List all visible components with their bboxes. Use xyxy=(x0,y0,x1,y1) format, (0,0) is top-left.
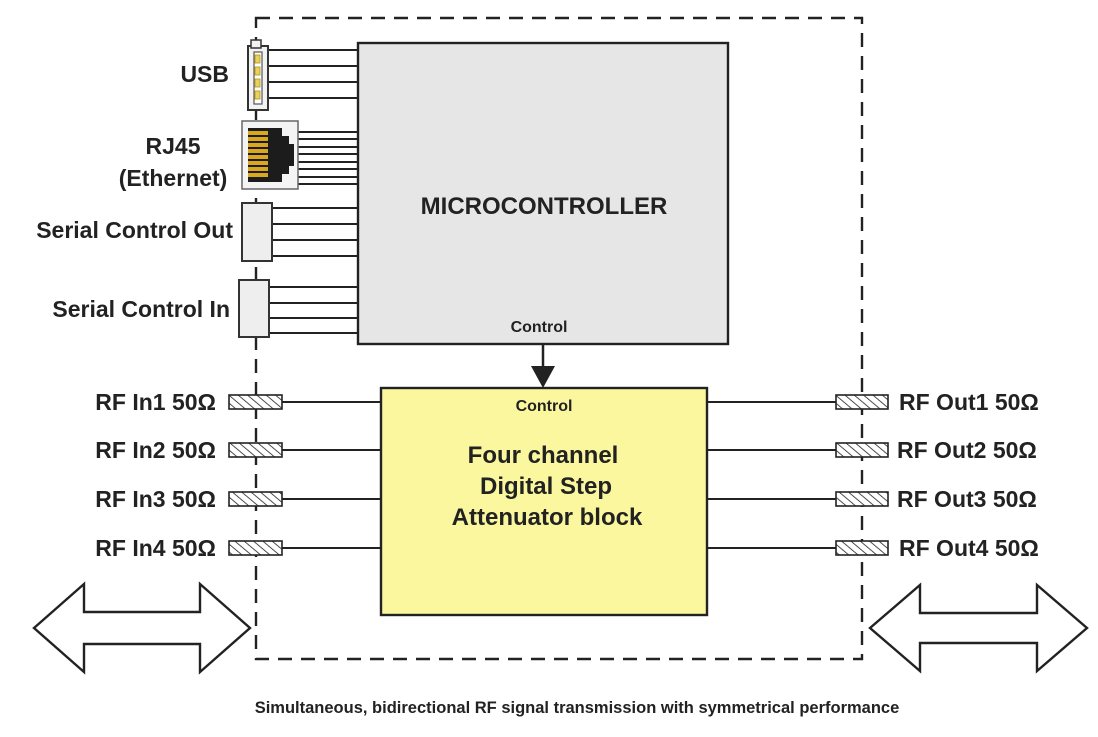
serial-out-label: Serial Control Out xyxy=(36,217,233,243)
device-enclosure xyxy=(254,16,864,661)
interface-wires xyxy=(268,49,358,334)
rf-in2-connector-icon xyxy=(228,442,283,458)
serial-in-label: Serial Control In xyxy=(52,296,230,322)
att-control-label: Control xyxy=(516,398,573,415)
mcu-control-label: Control xyxy=(511,319,568,336)
attenuator-block xyxy=(379,386,709,617)
rf-out3-label: RF Out3 50Ω xyxy=(897,486,1037,512)
rf-out4-label: RF Out4 50Ω xyxy=(899,535,1039,561)
usb-label: USB xyxy=(180,61,229,87)
rj45-connector-icon xyxy=(241,120,299,190)
rf-out2-label: RF Out2 50Ω xyxy=(897,437,1037,463)
attenuator-title-line1: Four channel xyxy=(468,442,619,469)
rf-in3-label: RF In3 50Ω xyxy=(95,486,216,512)
usb-connector-icon xyxy=(247,39,269,111)
rf-in4-connector-icon xyxy=(228,540,283,556)
diagram-caption: Simultaneous, bidirectional RF signal tr… xyxy=(255,699,900,717)
rf-out2-connector-icon xyxy=(835,442,889,458)
serial-in-connector-icon xyxy=(238,279,270,338)
bidirectional-arrow-right-icon xyxy=(868,582,1089,674)
microcontroller-block xyxy=(356,41,730,346)
rf-out4-connector-icon xyxy=(835,540,889,556)
rf-in1-connector-icon xyxy=(228,394,283,410)
control-arrow xyxy=(531,344,555,388)
rf-out3-connector-icon xyxy=(835,491,889,507)
rf-wires xyxy=(282,401,836,549)
rf-in2-label: RF In2 50Ω xyxy=(95,437,216,463)
rf-in3-connector-icon xyxy=(228,491,283,507)
rj45-label-sub: (Ethernet) xyxy=(119,165,228,191)
bidirectional-arrow-left-icon xyxy=(32,581,252,675)
serial-out-connector-icon xyxy=(241,202,273,262)
microcontroller-title: MICROCONTROLLER xyxy=(421,193,668,220)
rj45-label: RJ45 xyxy=(146,133,201,159)
attenuator-title-line2: Digital Step xyxy=(480,473,612,500)
rf-out1-label: RF Out1 50Ω xyxy=(899,389,1039,415)
attenuator-title-line3: Attenuator block xyxy=(452,504,643,531)
rf-in4-label: RF In4 50Ω xyxy=(95,535,216,561)
rf-in1-label: RF In1 50Ω xyxy=(95,389,216,415)
rf-out1-connector-icon xyxy=(835,394,889,410)
